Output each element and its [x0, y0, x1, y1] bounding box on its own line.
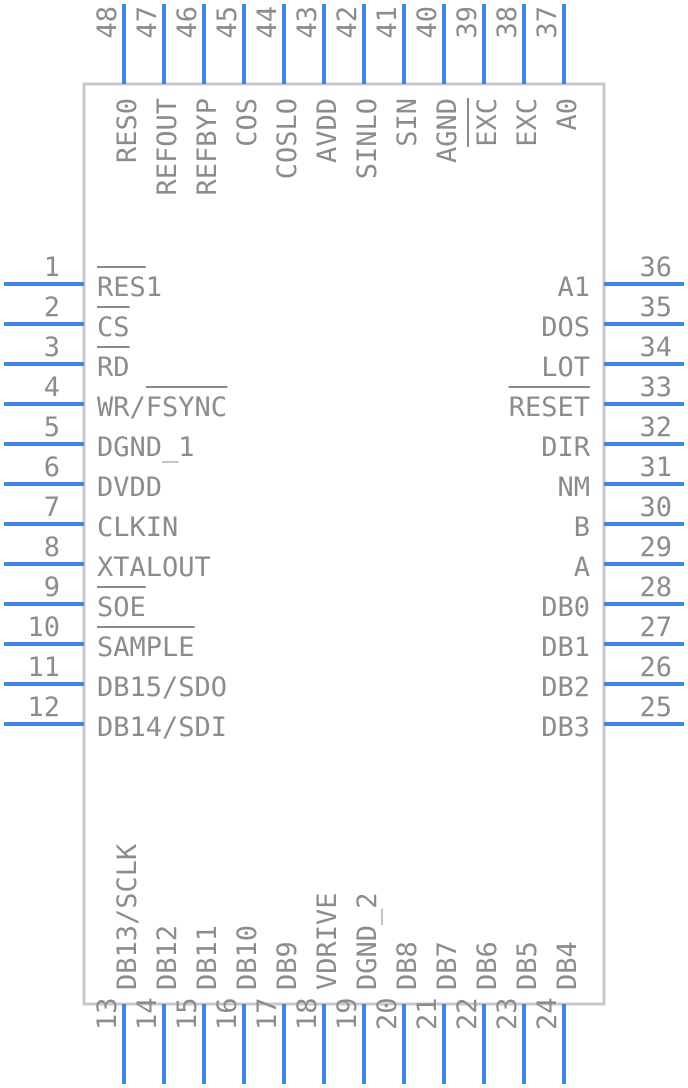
- pin-40-label: AGND: [432, 98, 463, 163]
- pin-23-number: 23: [492, 997, 523, 1030]
- pin-34-number: 34: [639, 332, 672, 363]
- pin-32-number: 32: [639, 412, 672, 443]
- pin-39-label: EXC: [472, 98, 503, 147]
- pin-43-number: 43: [292, 6, 323, 39]
- pin-42-number: 42: [332, 6, 363, 39]
- pin-25-label: DB3: [541, 712, 590, 743]
- pin-6-number: 6: [44, 452, 60, 483]
- pin-5-number: 5: [44, 412, 60, 443]
- pin-7-number: 7: [44, 492, 60, 523]
- pin-9-number: 9: [44, 572, 60, 603]
- pin-37-number: 37: [532, 6, 563, 39]
- pin-27-label: DB1: [541, 632, 590, 663]
- pin-21-number: 21: [412, 997, 443, 1030]
- pin-12-label: DB14/SDI: [97, 712, 227, 743]
- pin-1-label: RES1: [97, 272, 162, 303]
- pin-10-number: 10: [27, 612, 60, 643]
- pin-40-number: 40: [412, 6, 443, 39]
- pin-23-label: DB5: [512, 941, 543, 990]
- pin-10-label: SAMPLE: [97, 632, 195, 663]
- pin-26-label: DB2: [541, 672, 590, 703]
- pin-33-number: 33: [639, 372, 672, 403]
- pin-33-label: RESET: [509, 392, 590, 423]
- pin-24-label: DB4: [552, 941, 583, 990]
- pin-18-number: 18: [292, 997, 323, 1030]
- pin-36-label: A1: [557, 272, 590, 303]
- pin-2-number: 2: [44, 292, 60, 323]
- pin-36-number: 36: [639, 252, 672, 283]
- pin-34-label: LOT: [541, 352, 590, 383]
- pin-47-number: 47: [132, 6, 163, 39]
- pin-24-number: 24: [532, 997, 563, 1030]
- pin-14-label: DB12: [152, 925, 183, 990]
- pin-5-label: DGND_1: [97, 432, 195, 463]
- pin-16-number: 16: [212, 997, 243, 1030]
- pin-20-number: 20: [372, 997, 403, 1030]
- pin-45-label: COS: [232, 98, 263, 147]
- pin-6-label: DVDD: [97, 472, 162, 503]
- pin-30-number: 30: [639, 492, 672, 523]
- pin-35-number: 35: [639, 292, 672, 323]
- pin-19-label: DGND_2: [352, 892, 383, 990]
- pin-41-label: SIN: [392, 98, 423, 147]
- pin-38-label: EXC: [512, 98, 543, 147]
- pin-4-label: WR/FSYNC: [97, 392, 227, 423]
- pin-44-label: COSLO: [272, 98, 303, 179]
- pin-8-number: 8: [44, 532, 60, 563]
- pin-38-number: 38: [492, 6, 523, 39]
- pin-46-number: 46: [172, 6, 203, 39]
- pin-35-label: DOS: [541, 312, 590, 343]
- pin-2-label: CS: [97, 312, 130, 343]
- pin-1-number: 1: [44, 252, 60, 283]
- pin-45-number: 45: [212, 6, 243, 39]
- pin-48-label: RES0: [112, 98, 143, 163]
- pin-48-number: 48: [92, 6, 123, 39]
- pin-17-number: 17: [252, 997, 283, 1030]
- pin-44-number: 44: [252, 6, 283, 39]
- pin-26-number: 26: [639, 652, 672, 683]
- pin-32-label: DIR: [541, 432, 591, 463]
- pin-14-number: 14: [132, 997, 163, 1030]
- pin-7-label: CLKIN: [97, 512, 178, 543]
- pin-28-label: DB0: [541, 592, 590, 623]
- pin-29-number: 29: [639, 532, 672, 563]
- pin-19-number: 19: [332, 997, 363, 1030]
- pin-3-label: RD: [97, 352, 130, 383]
- pin-15-number: 15: [172, 997, 203, 1030]
- pin-17-label: DB9: [272, 941, 303, 990]
- pin-4-number: 4: [44, 372, 60, 403]
- pin-15-label: DB11: [192, 925, 223, 990]
- pin-43-label: AVDD: [312, 98, 343, 163]
- pin-28-number: 28: [639, 572, 672, 603]
- pin-21-label: DB7: [432, 941, 463, 990]
- pin-12-number: 12: [27, 692, 60, 723]
- pin-31-label: NM: [557, 472, 590, 503]
- pin-42-label: SINLO: [352, 98, 383, 179]
- pin-27-number: 27: [639, 612, 672, 643]
- pin-41-number: 41: [372, 6, 403, 39]
- pin-8-label: XTALOUT: [97, 552, 211, 583]
- pin-25-number: 25: [639, 692, 672, 723]
- pin-22-label: DB6: [472, 941, 503, 990]
- pin-3-number: 3: [44, 332, 60, 363]
- pin-39-number: 39: [452, 6, 483, 39]
- pin-9-label: SOE: [97, 592, 146, 623]
- pin-37-label: A0: [552, 98, 583, 131]
- pin-18-label: VDRIVE: [312, 892, 343, 990]
- pin-30-label: B: [574, 512, 590, 543]
- pin-22-number: 22: [452, 997, 483, 1030]
- pin-13-label: DB13/SCLK: [112, 843, 143, 990]
- pin-11-label: DB15/SDO: [97, 672, 227, 703]
- pin-16-label: DB10: [232, 925, 263, 990]
- pin-29-label: A: [574, 552, 590, 583]
- pin-20-label: DB8: [392, 941, 423, 990]
- pin-11-number: 11: [27, 652, 60, 683]
- ic-body: [82, 82, 606, 1006]
- pin-31-number: 31: [639, 452, 672, 483]
- pin-47-label: REFOUT: [152, 98, 183, 196]
- pin-46-label: REFBYP: [192, 98, 223, 196]
- pin-13-number: 13: [92, 997, 123, 1030]
